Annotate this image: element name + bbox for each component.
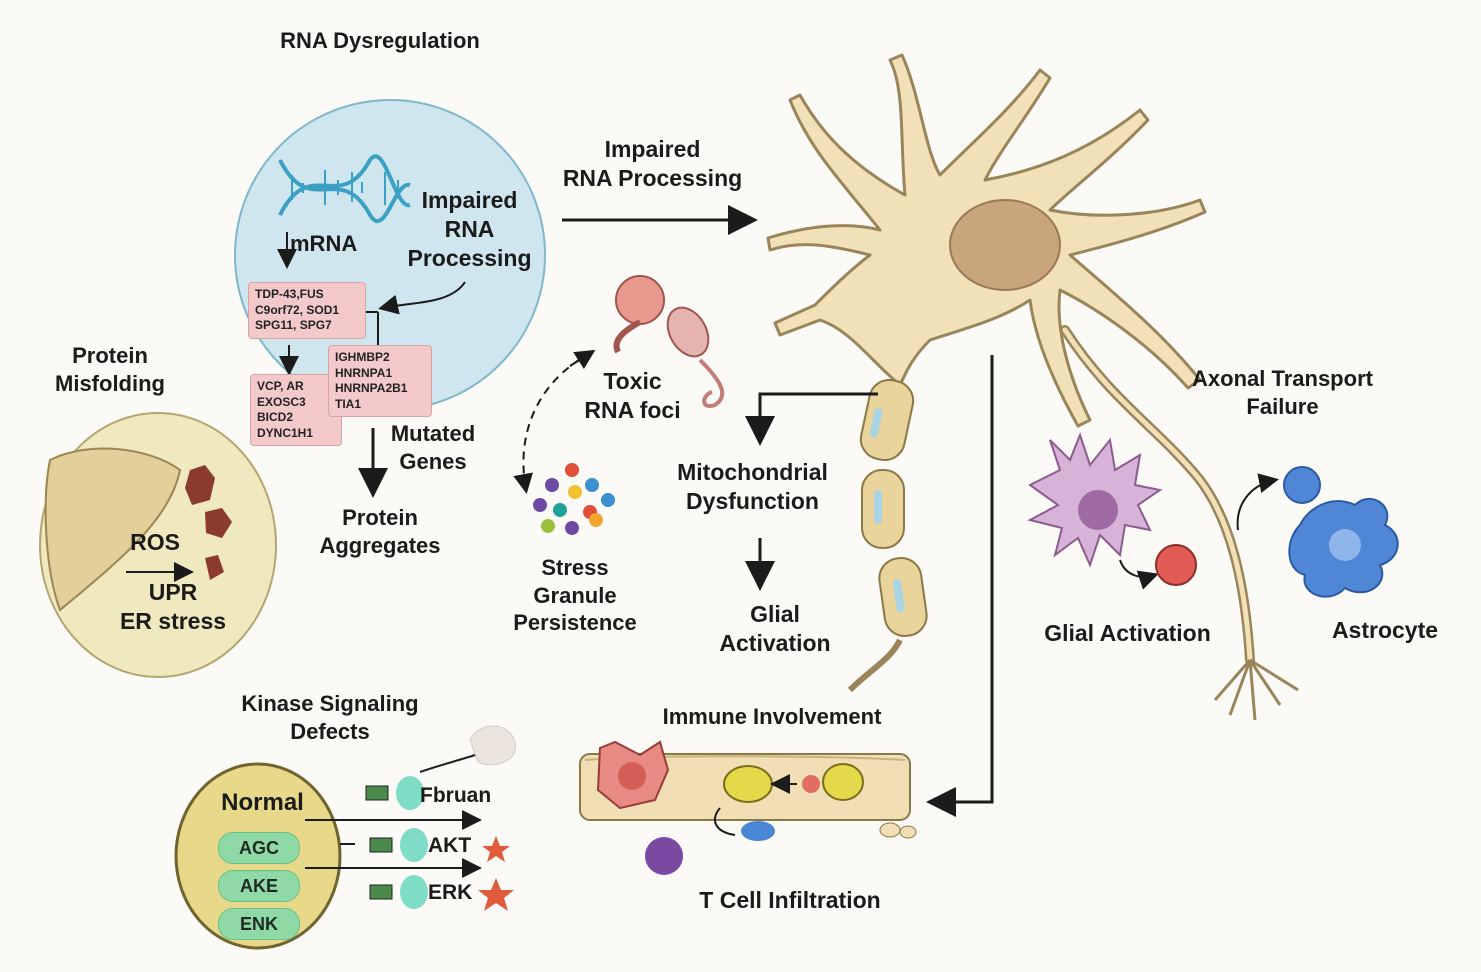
kinase-icons [365, 776, 428, 909]
kinase-pill-enk: ENK [218, 908, 300, 940]
mito-dysfunction-label: Mitochondrial Dysfunction [677, 459, 828, 514]
toxic-rna-foci-label: Toxic RNA foci [584, 368, 681, 423]
upr-er-stress-label: UPR ER stress [119, 579, 227, 634]
dna-helix-icon [278, 154, 411, 224]
glial-activation-center-label: Glial Activation [719, 601, 831, 656]
er-structure [44, 447, 182, 612]
impaired-rna-processing-label: Impaired RNA Processing [407, 187, 532, 271]
astrocyte-small-icon [1283, 466, 1321, 504]
kinase-target-erk: ERK [428, 881, 473, 904]
mutated-genes-label: Mutated Genes [390, 421, 476, 474]
neuron-mito-arrow [745, 392, 878, 446]
akt-star-icon [482, 836, 510, 862]
microglia-icon [1027, 432, 1163, 568]
aggregate-icon-2 [205, 508, 232, 538]
stress-granule-icon [533, 463, 615, 535]
microglia-red-arrow [1119, 559, 1159, 590]
fibrillar-connector [419, 754, 476, 773]
genes-box-3: IGHMBP2 HNRNPA1 HNRNPA2B1 TIA1 [328, 345, 432, 418]
myelinated-axon [847, 379, 928, 693]
kinase-pill-agc: AGC [218, 832, 300, 864]
blood-vessel-icon [579, 740, 917, 841]
fibrillar-aggregate-icon [469, 725, 517, 766]
foci-granule-tip [569, 349, 596, 370]
axon-terminal-icon [1213, 658, 1299, 721]
neuron-tcell-arrow [926, 355, 994, 817]
immune-involvement-title: Immune Involvement [662, 704, 882, 729]
normal-label: Normal [221, 789, 304, 816]
rna-curve-arrow [378, 281, 466, 315]
astrocyte-label: Astrocyte [1331, 617, 1439, 643]
protein-aggregates-label: Protein Aggregates [319, 505, 441, 558]
neuron-nucleus [949, 199, 1061, 291]
astrocyte-arrow [1236, 473, 1279, 531]
astrocyte-nucleus [1329, 529, 1361, 561]
mrna-label: mRNA [290, 231, 358, 256]
genes-box-2: VCP, AR EXOSC3 BICD2 DYNC1H1 [250, 374, 342, 447]
ros-label: ROS [130, 529, 180, 555]
aggregate-icon-3 [205, 555, 224, 580]
impaired-rna-processing-arrow-label: Impaired RNA Processing [562, 136, 743, 191]
protein-misfolding-title: Protein Misfolding [55, 343, 165, 396]
genes-box-1: TDP-43,FUS C9orf72, SOD1 SPG11, SPG7 [248, 282, 366, 339]
axonal-transport-title: Axonal Transport Failure [1192, 366, 1373, 419]
kinase-target-akt: AKT [428, 834, 472, 857]
kinase-target-fbruan: Fbruan [420, 784, 492, 807]
activated-cell-icon [1155, 544, 1197, 586]
kinase-defects-title: Kinase Signaling Defects [241, 691, 419, 744]
erk-star-icon [478, 878, 514, 911]
axon-right-inner [1062, 327, 1253, 663]
toxic-rna-foci-icon [613, 275, 725, 408]
kinase-pill-ake: AKE [218, 870, 300, 902]
stress-granule-label: Stress Granule Persistence [513, 555, 637, 635]
t-cell-icon [645, 837, 683, 875]
t-cell-infiltration-label: T Cell Infiltration [699, 887, 881, 913]
aggregate-icon-1 [185, 465, 215, 505]
rna-dysregulation-title: RNA Dysregulation [280, 28, 480, 53]
glial-activation-label: Glial Activation [1044, 620, 1211, 646]
